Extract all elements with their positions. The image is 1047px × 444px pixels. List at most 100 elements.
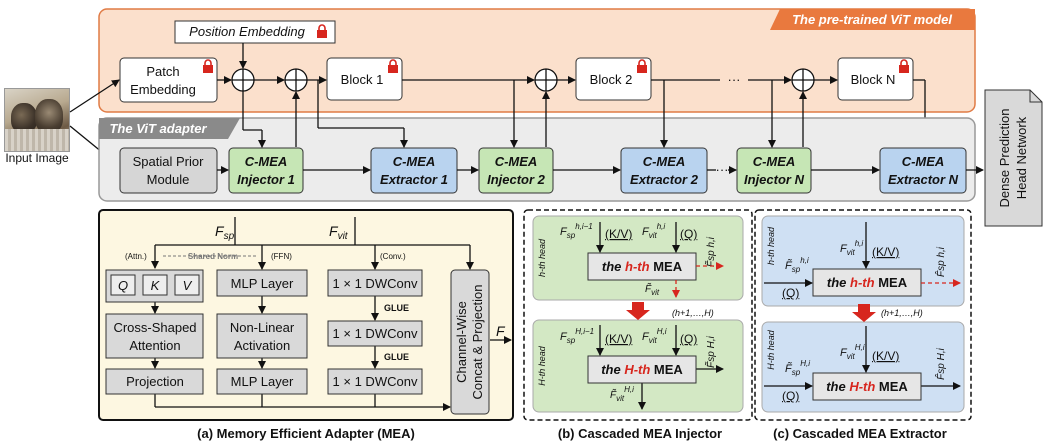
nonlinear-line1: Non-Linear: [230, 320, 295, 335]
ellipsis: ···: [728, 72, 741, 87]
c-mea-extractor-1-line2: Extractor 1: [380, 172, 448, 187]
injector-h-head-label: h-th head: [537, 238, 547, 277]
inj-mea-H-box: [587, 355, 697, 384]
inj-out-h: F̃sp h,i: [704, 236, 717, 267]
mea-conv-tag: (Conv.): [380, 252, 406, 261]
injector-caption: (b) Cascaded MEA Injector: [558, 426, 722, 441]
block-n-label: Block N: [851, 72, 896, 87]
c-mea-injector-n-line1: C-MEA: [753, 154, 796, 169]
extractor-caption: (c) Cascaded MEA Extractor: [773, 426, 947, 441]
ext-q-h: (Q): [782, 286, 799, 300]
ext-mea-H-label: the H-th MEA: [826, 379, 908, 394]
nonlinear-box: [216, 313, 308, 359]
inj-kv-h: (K/V): [605, 227, 632, 241]
lock-icon: [637, 59, 647, 73]
block-n: [837, 57, 914, 101]
mea-fsp-label: Fsp: [215, 223, 235, 242]
dwconv-1-label: 1 × 1 DWConv: [333, 276, 418, 291]
ext-mea-H-box: [812, 372, 922, 401]
c-mea-extractor-n-line1: C-MEA: [902, 154, 945, 169]
head-network-line1: Dense Prediction: [997, 109, 1012, 208]
lock-icon: [203, 59, 213, 73]
inj-mea-h-label: the h-th MEA: [602, 259, 683, 274]
cross-arrows: [242, 80, 807, 148]
dwconv-2-box: [327, 320, 423, 347]
v-box: [174, 274, 200, 296]
inj-red-down-arrow: [626, 302, 650, 320]
mea-attn-tag: (Attn.): [125, 252, 147, 261]
concat-line1: Channel-Wise: [454, 301, 469, 383]
vit-flow-arrows: [217, 43, 929, 149]
mea-caption: (a) Memory Efficient Adapter (MEA): [197, 426, 415, 441]
lock-icon: [317, 24, 327, 38]
head-network-line2: Head Network: [1014, 116, 1029, 199]
c-mea-injector-2-line2: Injector 2: [487, 172, 546, 187]
concat-projection-box: [450, 269, 490, 415]
cross-attention-box: [105, 313, 204, 359]
concat-line2: Concat & Projection: [470, 285, 485, 400]
patch-embedding-line2: Embedding: [130, 82, 196, 97]
c-mea-injector-1-line2: Injector 1: [237, 172, 295, 187]
mlp-layer-1-box: [216, 269, 308, 297]
c-mea-injector-2-line1: C-MEA: [495, 154, 538, 169]
lock-icon: [899, 59, 909, 73]
cross-attention-line1: Cross-Shaped: [113, 320, 196, 335]
ext-out-H: F̂sp H,i: [933, 347, 947, 379]
c-mea-extractor-2-line1: C-MEA: [643, 154, 686, 169]
extractor-H-head-label: H-th head: [766, 329, 776, 370]
dwconv-1-box: [327, 269, 423, 297]
k-box: [142, 274, 168, 296]
add-node-2: [284, 68, 308, 92]
adapter-title: The ViT adapter: [109, 121, 207, 136]
mea-fvit-label: Fvit: [329, 223, 349, 242]
head-network-box: [984, 89, 1043, 227]
ext-q-H: (Q): [782, 389, 799, 403]
injector-H-head-label: H-th head: [537, 345, 547, 386]
add-node-1: [231, 68, 255, 92]
basket: [5, 129, 69, 151]
patch-embedding-line1: Patch: [146, 64, 179, 79]
block-2-label: Block 2: [590, 72, 633, 87]
ext-kv-H: (K/V): [872, 349, 899, 363]
c-mea-injector-1-line1: C-MEA: [245, 154, 288, 169]
ellipsis: ···: [716, 162, 729, 177]
cat-left: [11, 103, 37, 133]
lock-icon: [388, 59, 398, 73]
inj-dashed-red: [672, 262, 724, 298]
position-embedding-box: [174, 20, 336, 44]
mea-ffn-tag: (FFN): [271, 252, 292, 261]
ext-kv-h: (K/V): [872, 245, 899, 259]
inj-mea-H-label: the H-th MEA: [601, 362, 683, 377]
mea-lines: [151, 217, 512, 411]
inj-mea-h-box: [587, 252, 697, 281]
add-node-4: [791, 68, 815, 92]
inj-q-h: (Q): [680, 227, 697, 241]
c-mea-injector-n-line2: Injector N: [744, 172, 805, 187]
vit-title-tag: [770, 9, 975, 30]
dwconv-3-label: 1 × 1 DWConv: [333, 374, 418, 389]
ext-range: (h+1,…,H): [881, 308, 923, 318]
ext-out-h: F̂sp h,i: [933, 246, 947, 277]
projection-label: Projection: [126, 374, 184, 389]
mlp-layer-1-label: MLP Layer: [231, 276, 294, 291]
q-box: [110, 274, 136, 296]
inj-q-H: (Q): [680, 332, 697, 346]
block-1-label: Block 1: [341, 72, 384, 87]
cat-right: [35, 99, 63, 133]
glue-2-label: GLUE: [384, 352, 409, 362]
ext-mea-h-label: the h-th MEA: [827, 275, 908, 290]
projection-box: [105, 368, 204, 395]
vit-title: The pre-trained ViT model: [792, 12, 952, 27]
glue-1-label: GLUE: [384, 303, 409, 313]
inj-bottom-arrows: [596, 325, 724, 410]
inj-top-arrows: [596, 222, 680, 253]
mlp-layer-2-label: MLP Layer: [231, 374, 294, 389]
add-node-3: [534, 68, 558, 92]
block-2: [575, 57, 652, 101]
spatial-prior-line2: Module: [147, 172, 190, 187]
position-embedding-label: Position Embedding: [189, 24, 305, 39]
block-1: [326, 57, 403, 101]
v-label: V: [183, 278, 193, 293]
dwconv-3-box: [327, 368, 423, 395]
